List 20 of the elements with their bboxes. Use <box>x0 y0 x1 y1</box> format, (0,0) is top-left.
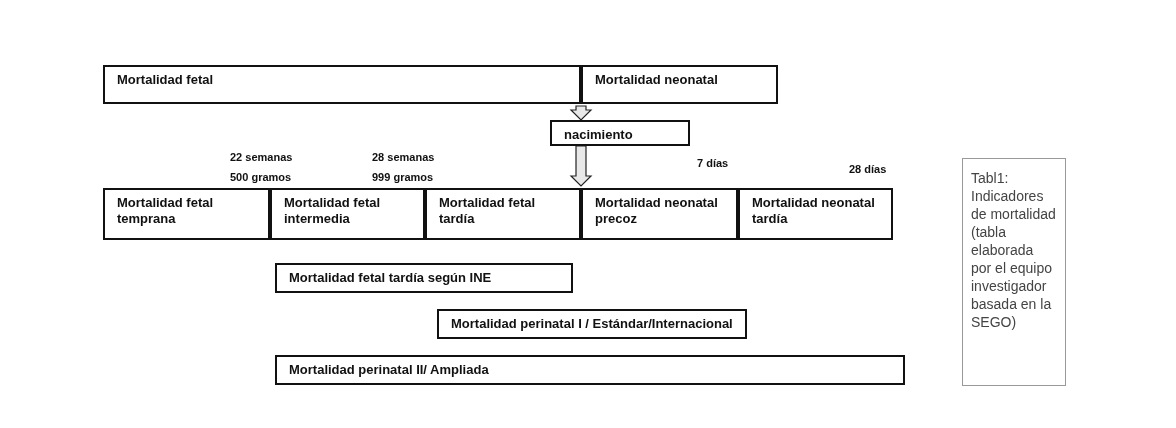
caption-box: Tabl1: Indicadores de mortalidad (tabla elaborada por el equipo investigador basada en la SEGO) <box>962 158 1066 386</box>
timeline-label: 7 días <box>697 156 729 170</box>
label-box: Mortalidad neonatal tardía <box>738 188 893 240</box>
block-arrow <box>569 105 593 121</box>
label-box: Mortalidad neonatal <box>581 65 778 104</box>
label-box: Mortalidad perinatal II/ Ampliada <box>275 355 905 385</box>
label-box: Mortalidad fetal <box>103 65 581 104</box>
label-box: Mortalidad fetal tardía según INE <box>275 263 573 293</box>
label-box: Mortalidad perinatal I / Estándar/Internacional <box>437 309 747 339</box>
timeline-label: 500 gramos <box>230 170 292 184</box>
label-box: Mortalidad fetal intermedia <box>270 188 425 240</box>
timeline-label: 999 gramos <box>372 170 434 184</box>
timeline-label: 22 semanas <box>230 150 293 164</box>
timeline-label: 28 días <box>849 162 887 176</box>
label-box: Mortalidad neonatal precoz <box>581 188 738 240</box>
timeline-label: 28 semanas <box>372 150 435 164</box>
label-box: Mortalidad fetal temprana <box>103 188 270 240</box>
label-box: nacimiento <box>550 120 690 146</box>
block-arrow <box>569 145 593 187</box>
label-box: Mortalidad fetal tardía <box>425 188 581 240</box>
